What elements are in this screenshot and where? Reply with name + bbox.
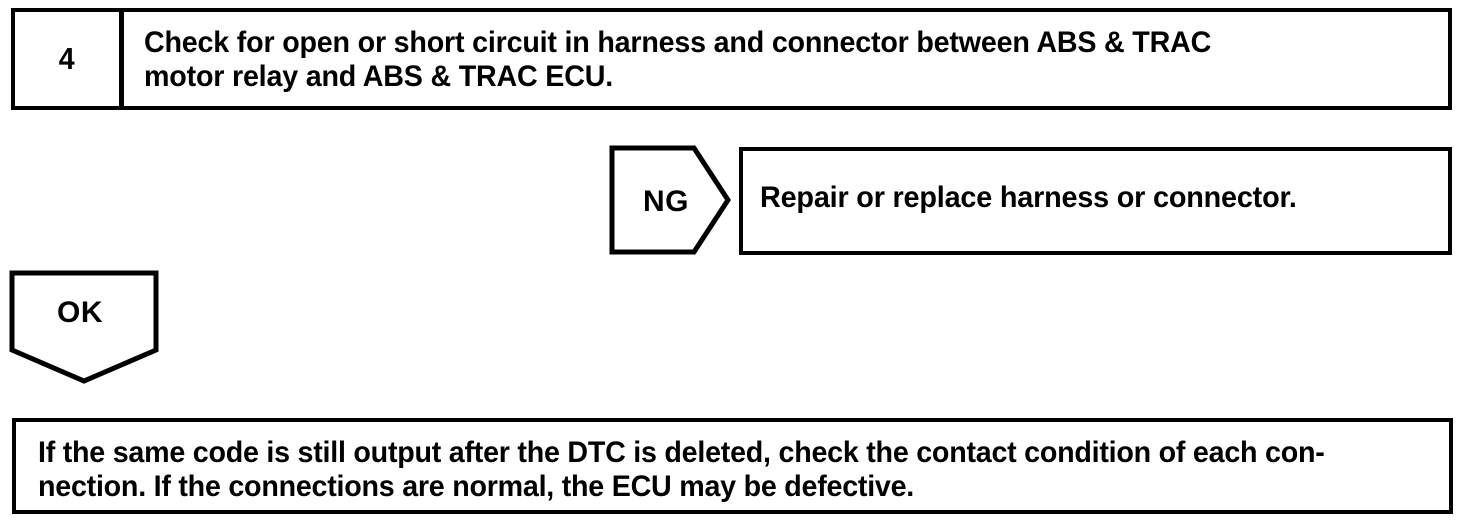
ng-result-box: Repair or replace harness or connector.: [739, 147, 1452, 255]
step-row: 4 Check for open or short circuit in har…: [11, 8, 1452, 110]
final-note-box: If the same code is still output after t…: [12, 418, 1453, 514]
ok-branch-label: OK: [57, 296, 103, 329]
step-instruction-text: Check for open or short circuit in harne…: [144, 26, 1212, 93]
ng-result-text: Repair or replace harness or connector.: [760, 181, 1297, 214]
step-instruction-cell: Check for open or short circuit in harne…: [124, 12, 1448, 106]
ng-branch-label: NG: [643, 185, 689, 218]
ng-arrow-icon: [609, 145, 731, 255]
final-note-text: If the same code is still output after t…: [38, 436, 1325, 503]
ok-arrow-icon: [9, 270, 159, 384]
step-number-cell: 4: [15, 12, 124, 106]
ok-arrow-shape: [9, 270, 159, 384]
ng-arrow-shape: [609, 145, 731, 255]
step-number: 4: [59, 41, 75, 76]
